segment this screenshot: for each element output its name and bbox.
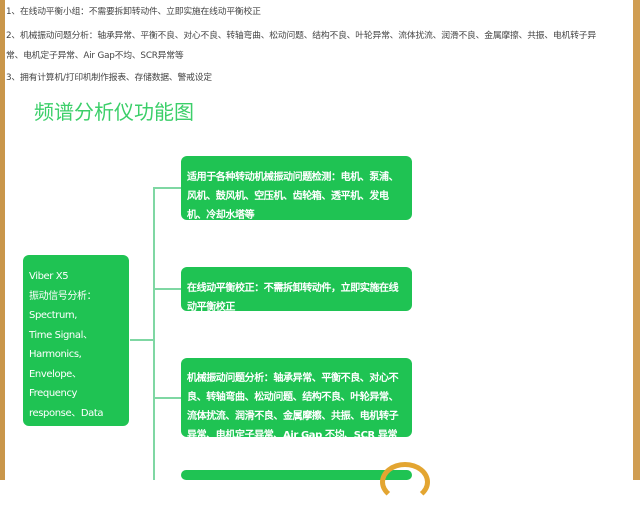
connector-root bbox=[130, 339, 154, 341]
root-line: Envelope、Frequency bbox=[29, 368, 82, 400]
root-line: Overall Value、Bearing bbox=[29, 446, 100, 478]
right-border bbox=[633, 0, 640, 480]
root-line: response、Data logger, bbox=[29, 407, 104, 439]
root-line: Viber X5 bbox=[29, 271, 69, 282]
decorative-ring-icon bbox=[380, 462, 430, 502]
connector-branch-2 bbox=[154, 288, 181, 290]
left-border bbox=[0, 0, 5, 480]
connector-vertical bbox=[153, 187, 155, 480]
connector-branch-3 bbox=[154, 397, 181, 399]
diagram-title: 频谱分析仪功能图 bbox=[34, 100, 194, 124]
root-box: Viber X5 振动信号分析：Spectrum, Time Signal、Ha… bbox=[23, 255, 129, 516]
branch-box-1: 适用于各种转动机械振动问题检测：电机、泵浦、风机、鼓风机、空压机、齿轮箱、透平机… bbox=[181, 156, 412, 221]
branch-box-3: 机械振动问题分析：轴承异常、平衡不良、对心不良、转轴弯曲、松动问题、结构不良、叶… bbox=[181, 358, 412, 460]
intro-line-3: 常、电机定子异常、Air Gap不均、SCR异常等 bbox=[6, 51, 184, 61]
intro-line-4: 3、拥有计算机/打印机制作报表、存储数据、警戒设定 bbox=[6, 73, 212, 83]
root-line: 振动信号分析：Spectrum, bbox=[29, 290, 97, 322]
root-line: Time Signal、Harmonics, bbox=[29, 329, 93, 361]
connector-branch-1 bbox=[154, 187, 181, 189]
intro-line-1: 1、在线动平衡小组：不需要拆卸转动件、立即实施在线动平衡校正 bbox=[6, 7, 261, 17]
branch-box-4 bbox=[181, 470, 412, 480]
branch-box-2: 在线动平衡校正：不需拆卸转动件，立即实施在线动平衡校正 bbox=[181, 267, 412, 313]
intro-line-2: 2、机械振动问题分析：轴承异常、平衡不良、对心不良、转轴弯曲、松动问题、结构不良… bbox=[6, 31, 596, 41]
root-line: Condition 量测分析功能 bbox=[29, 485, 115, 517]
